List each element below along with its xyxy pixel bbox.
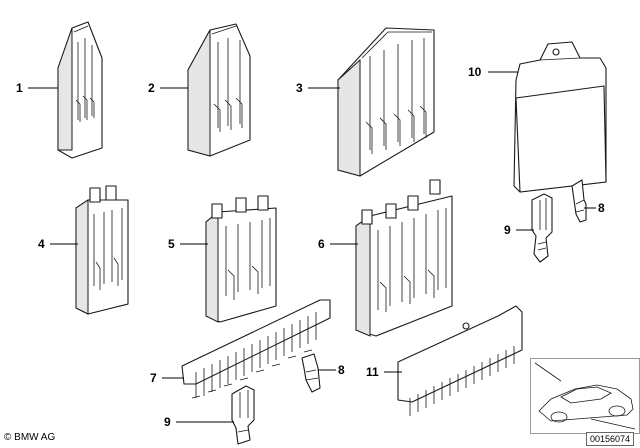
leader-lines xyxy=(28,71,596,423)
connector-housing-1[interactable] xyxy=(57,21,103,159)
terminal-8-upper[interactable] xyxy=(571,179,587,223)
callout-8-upper: 8 xyxy=(598,201,605,215)
callout-9-lower: 9 xyxy=(164,415,171,429)
copyright-label: © BMW AG xyxy=(4,432,56,443)
terminal-8-lower[interactable] xyxy=(301,353,321,393)
callout-2: 2 xyxy=(148,81,155,95)
callout-1: 1 xyxy=(16,81,23,95)
connector-plug-6[interactable] xyxy=(355,179,453,337)
connector-plug-4[interactable] xyxy=(75,185,129,315)
connector-plug-5[interactable] xyxy=(205,195,277,323)
callout-4: 4 xyxy=(38,237,45,251)
car-outline-icon xyxy=(530,358,640,434)
callout-9-upper: 9 xyxy=(504,223,511,237)
drawing-number: 00156074 xyxy=(585,432,634,446)
callout-6: 6 xyxy=(318,237,325,251)
terminal-9-lower[interactable] xyxy=(231,385,255,445)
connector-housing-3[interactable] xyxy=(337,27,435,177)
callout-5: 5 xyxy=(168,237,175,251)
callout-3: 3 xyxy=(296,81,303,95)
car-thumbnail-drawing xyxy=(534,362,636,430)
callout-8-lower: 8 xyxy=(338,363,345,377)
callout-labels: 1 2 3 4 5 6 7 8 8 9 9 10 11 xyxy=(16,65,605,429)
contact-comb-11[interactable] xyxy=(397,305,523,416)
callout-11: 11 xyxy=(366,365,379,379)
callout-7: 7 xyxy=(150,371,157,385)
connector-housing-2[interactable] xyxy=(187,23,251,157)
callout-10: 10 xyxy=(468,65,482,79)
terminal-9-upper[interactable] xyxy=(531,193,553,263)
contact-strip-7[interactable] xyxy=(181,299,331,399)
cover-cap-10[interactable] xyxy=(513,41,607,193)
